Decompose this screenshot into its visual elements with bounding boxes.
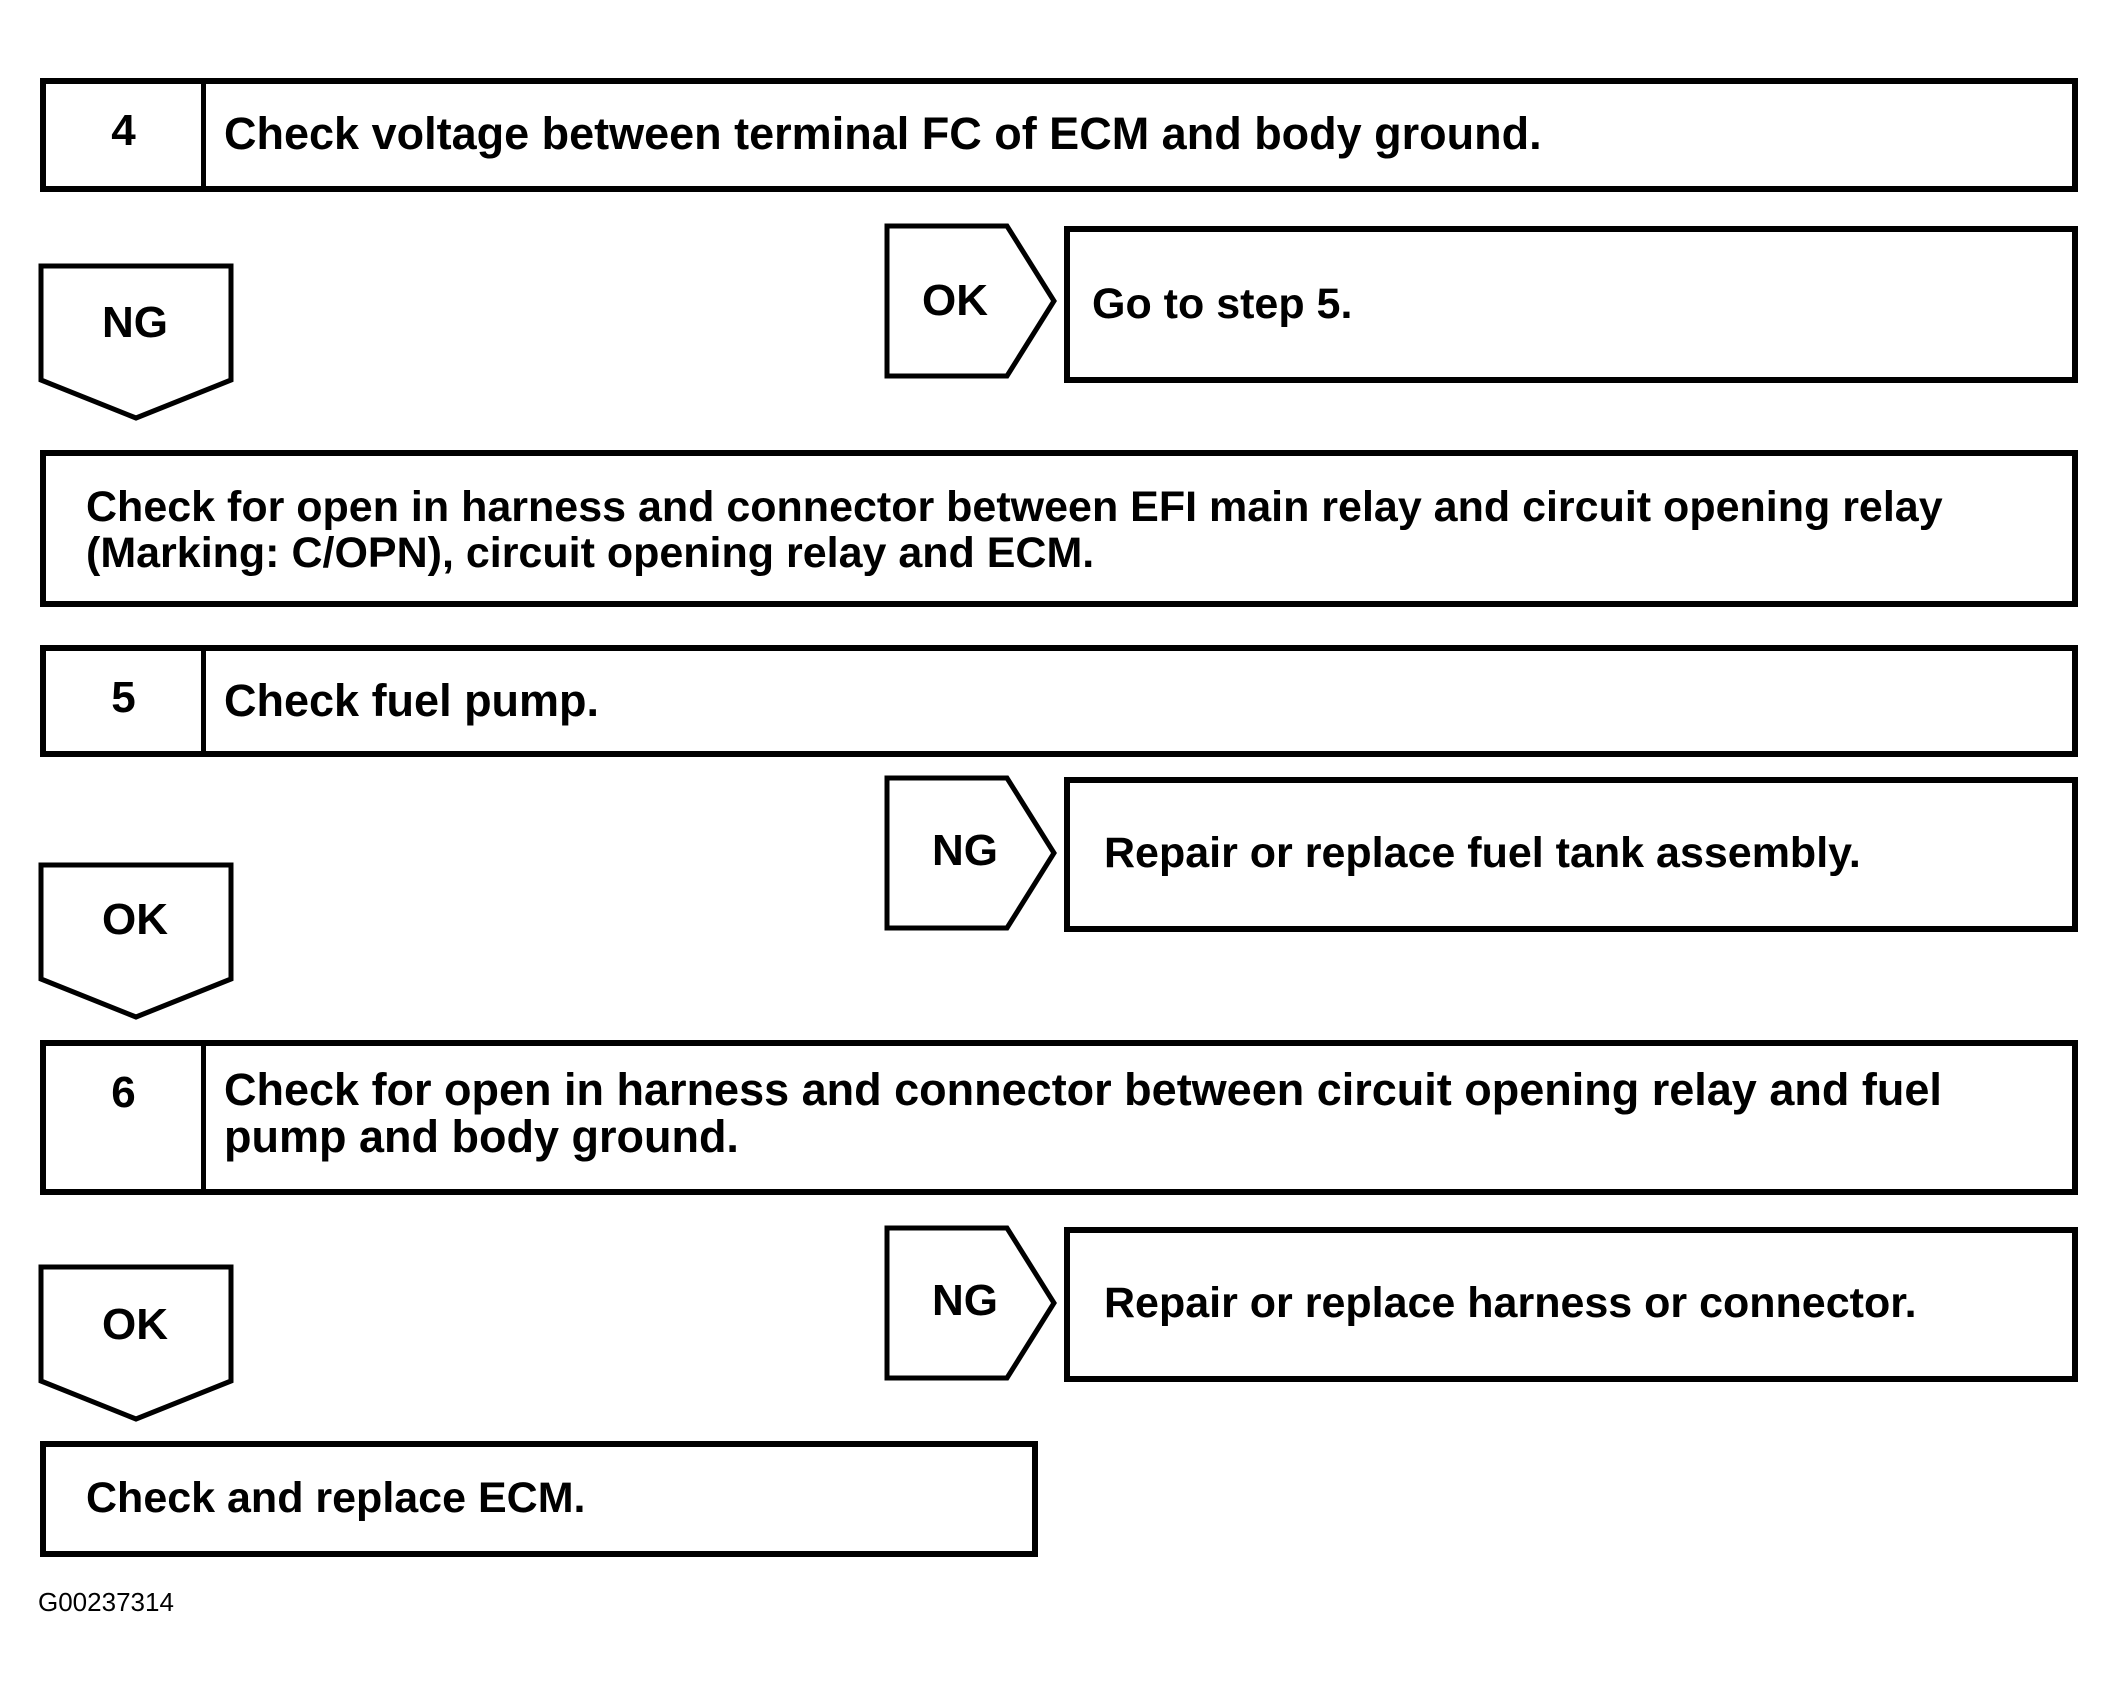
step-6-box: 6 Check for open in harness and connecto… [40, 1040, 2078, 1195]
ok-down-label-3: OK [102, 1300, 168, 1349]
ng-right-arrow-2 [884, 775, 1057, 931]
ng-down-label-1: NG [102, 298, 168, 347]
step-5-box: 5 Check fuel pump. [40, 645, 2078, 757]
ok-down-arrow-2 [38, 862, 234, 1020]
step-6-ng-result-box: Repair or replace harness or connector. [1064, 1227, 2078, 1382]
step-6-text: Check for open in harness and connector … [224, 1064, 1942, 1162]
figure-code: G00237314 [38, 1587, 174, 1617]
step-5-ng-result-text: Repair or replace fuel tank assembly. [1104, 829, 1861, 877]
replace-ecm-box: Check and replace ECM. [40, 1441, 1038, 1557]
step-5-text: Check fuel pump. [224, 675, 600, 726]
ok-right-arrow-1 [884, 223, 1057, 379]
ok-right-label-1: OK [922, 276, 988, 325]
step-5-ng-result-box: Repair or replace fuel tank assembly. [1064, 777, 2078, 932]
step-5-number: 5 [46, 651, 206, 751]
harness-check-text: Check for open in harness and connector … [86, 483, 1943, 577]
step-4-text: Check voltage between terminal FC of ECM… [224, 108, 1542, 159]
ng-right-label-2: NG [932, 826, 998, 875]
ng-down-arrow-1 [38, 263, 234, 421]
step-4-box: 4 Check voltage between terminal FC of E… [40, 78, 2078, 192]
step-4-number: 4 [46, 84, 206, 186]
ng-right-arrow-3 [884, 1225, 1057, 1381]
harness-check-box: Check for open in harness and connector … [40, 450, 2078, 607]
ok-down-label-2: OK [102, 895, 168, 944]
step-4-ok-result-text: Go to step 5. [1092, 280, 1353, 328]
step-4-ok-result-box: Go to step 5. [1064, 226, 2078, 383]
step-6-number: 6 [46, 1046, 206, 1189]
replace-ecm-text: Check and replace ECM. [86, 1474, 586, 1522]
ng-right-label-3: NG [932, 1276, 998, 1325]
ok-down-arrow-3 [38, 1264, 234, 1422]
step-6-ng-result-text: Repair or replace harness or connector. [1104, 1279, 1917, 1327]
